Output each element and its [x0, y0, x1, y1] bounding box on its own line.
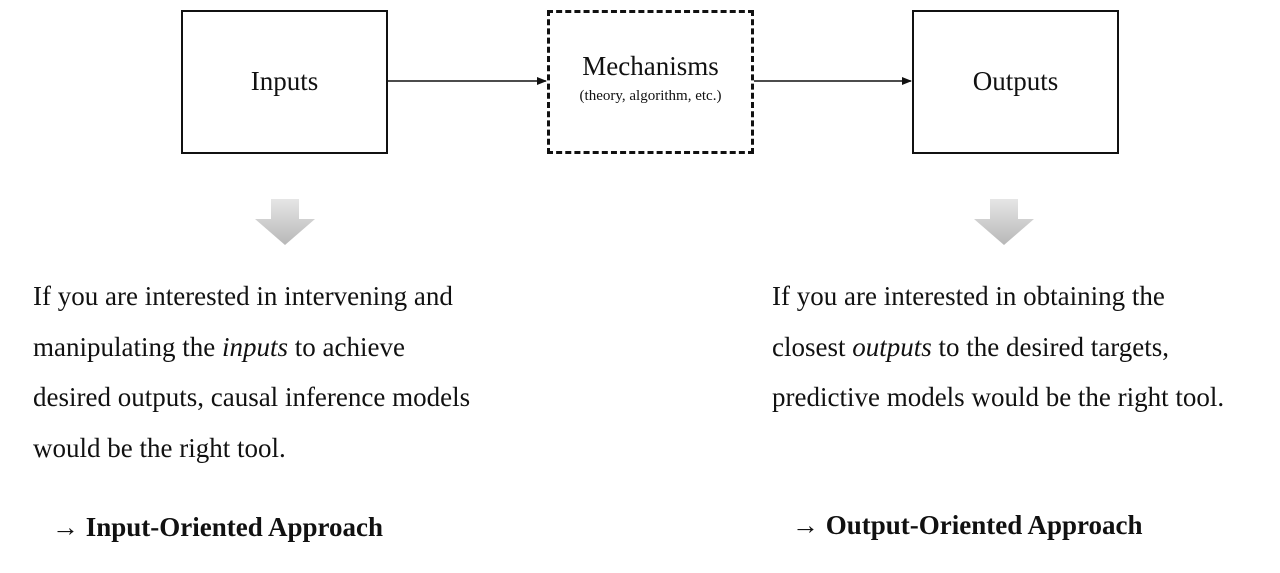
inputs-box: Inputs	[181, 10, 388, 154]
output-oriented-description: If you are interested in obtaining the c…	[772, 271, 1272, 423]
outputs-label: Outputs	[972, 66, 1059, 97]
text-line: would be the right tool.	[33, 432, 286, 463]
emphasis-inputs: inputs	[221, 331, 288, 362]
input-oriented-description: If you are interested in intervening and…	[33, 271, 533, 473]
text-line: manipulating the inputs to achieve	[33, 322, 533, 373]
mechanisms-sublabel: (theory, algorithm, etc.)	[579, 87, 722, 104]
input-oriented-approach-label: → Input-Oriented Approach	[52, 512, 384, 542]
text-line: closest outputs to the desired targets,	[772, 322, 1272, 373]
down-arrow-icon	[255, 199, 315, 245]
down-arrow-icon	[974, 199, 1034, 245]
text-segment: manipulating the	[33, 331, 222, 362]
output-oriented-approach-label: → Output-Oriented Approach	[792, 510, 1143, 540]
emphasis-outputs: outputs	[852, 331, 932, 362]
text-segment: to the desired targets,	[931, 331, 1169, 362]
text-segment: to achieve	[287, 331, 405, 362]
text-line: If you are interested in obtaining the	[772, 281, 1165, 311]
text-line: If you are interested in intervening and	[33, 281, 453, 311]
text-line: desired outputs, causal inference models	[33, 382, 471, 412]
inputs-label: Inputs	[250, 66, 319, 97]
mechanisms-box: Mechanisms (theory, algorithm, etc.)	[547, 10, 754, 154]
text-segment: closest	[772, 331, 853, 362]
outputs-box: Outputs	[912, 10, 1119, 154]
mechanisms-label: Mechanisms	[582, 50, 719, 81]
text-line: predictive models would be the right too…	[772, 382, 1225, 412]
